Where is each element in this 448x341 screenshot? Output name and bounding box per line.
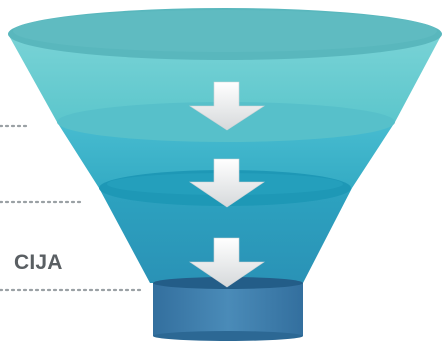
arrow-down-icon — [188, 81, 266, 131]
arrow-down-icon — [189, 158, 265, 208]
funnel-stage-4 — [153, 277, 303, 341]
stage-label-4: CIJA — [14, 251, 63, 274]
funnel-stage-1 — [8, 8, 442, 122]
leader-lines — [0, 124, 142, 292]
arrow-down-icon — [189, 237, 265, 288]
